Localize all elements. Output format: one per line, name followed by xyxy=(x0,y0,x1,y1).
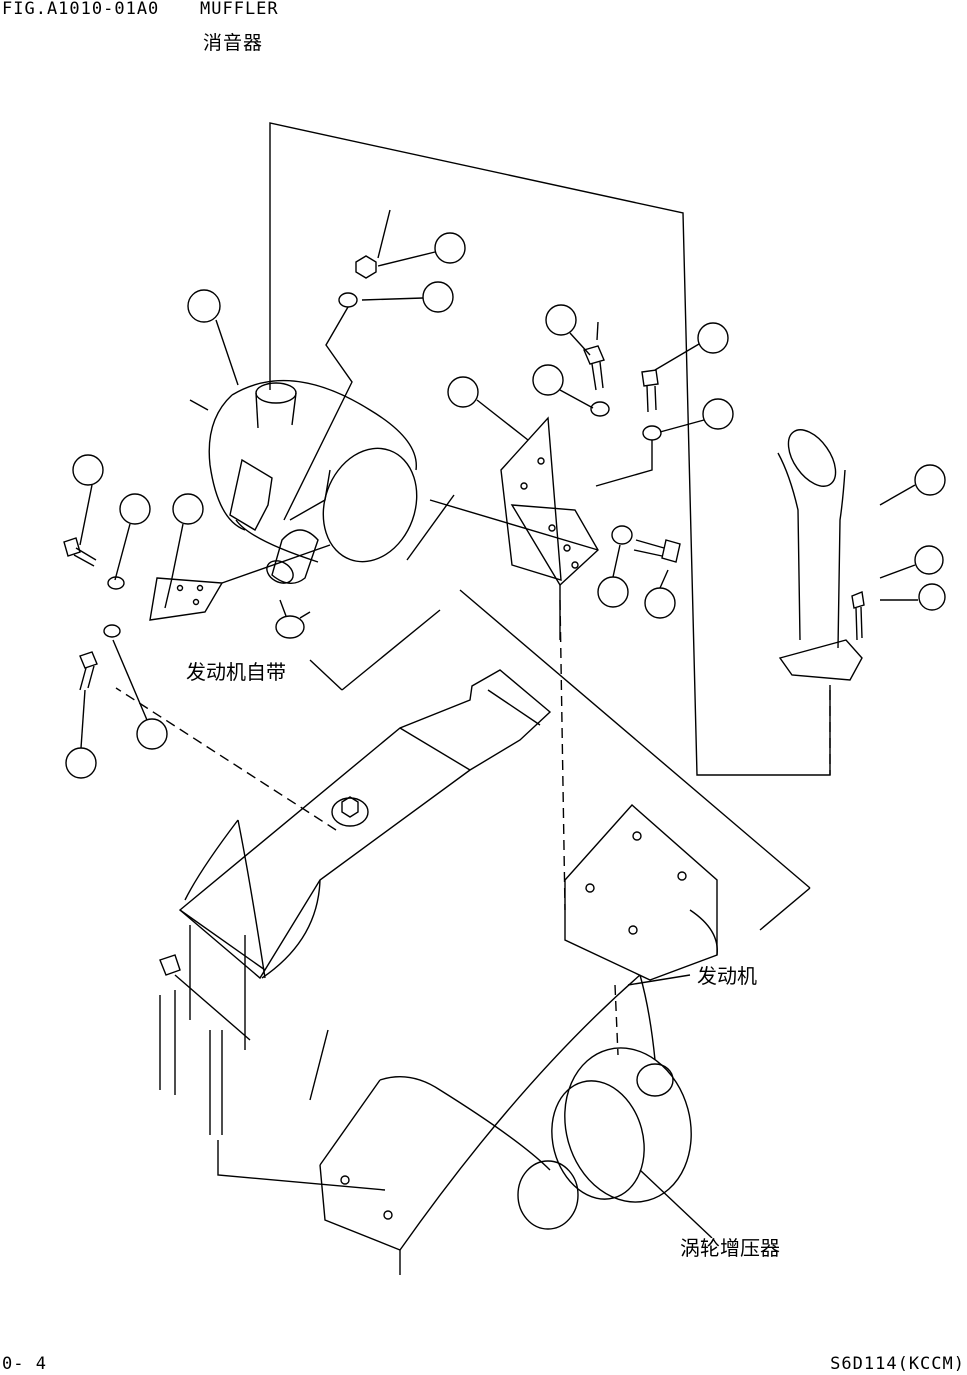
bolts-left xyxy=(63,537,125,691)
callout-engine-supplied: 发动机自带 xyxy=(186,660,286,684)
muffler-body xyxy=(189,379,418,584)
callout-balloon xyxy=(597,576,629,608)
callout-balloon xyxy=(697,322,729,354)
callout-balloon xyxy=(914,464,946,496)
clamp-band xyxy=(275,599,311,639)
mounting-studs xyxy=(159,954,386,1191)
engine-block-outline xyxy=(399,804,718,1275)
callout-balloon xyxy=(172,493,204,525)
engine-model-code: S6D114(KCCM) xyxy=(830,1354,965,1374)
callout-balloon xyxy=(434,232,466,264)
figure-title-chinese: 消音器 xyxy=(203,32,264,54)
callout-balloon xyxy=(545,304,577,336)
callout-balloon xyxy=(702,398,734,430)
callout-engine: 发动机 xyxy=(697,964,757,988)
dashed-guides xyxy=(115,599,831,1056)
callout-balloon xyxy=(532,364,564,396)
turbocharger xyxy=(319,1047,692,1251)
mounting-bracket xyxy=(500,416,599,640)
page-number: 0- 4 xyxy=(2,1354,47,1374)
guide-lines xyxy=(309,494,811,931)
callout-balloon xyxy=(914,545,944,575)
small-bracket xyxy=(149,544,331,621)
callout-balloon xyxy=(644,587,676,619)
callout-leaders xyxy=(627,974,713,1239)
callout-balloon xyxy=(65,747,97,779)
nut-washer-top xyxy=(283,255,377,521)
callout-balloons xyxy=(65,232,946,779)
callout-turbocharger: 涡轮增压器 xyxy=(680,1236,780,1260)
callout-balloon xyxy=(187,289,221,323)
callout-balloon xyxy=(422,281,454,313)
leader-lines xyxy=(79,209,918,749)
figure-title-english: MUFFLER xyxy=(200,0,279,19)
tail-pipe xyxy=(777,429,865,681)
figure-code: FIG.A1010-01A0 xyxy=(2,0,160,19)
callout-balloon xyxy=(918,583,946,611)
callout-balloon xyxy=(447,376,479,408)
support-channel xyxy=(178,669,552,1050)
callout-balloon xyxy=(119,493,151,525)
bolts-right xyxy=(583,345,681,563)
callout-balloon xyxy=(136,718,168,750)
callout-balloon xyxy=(72,454,104,486)
